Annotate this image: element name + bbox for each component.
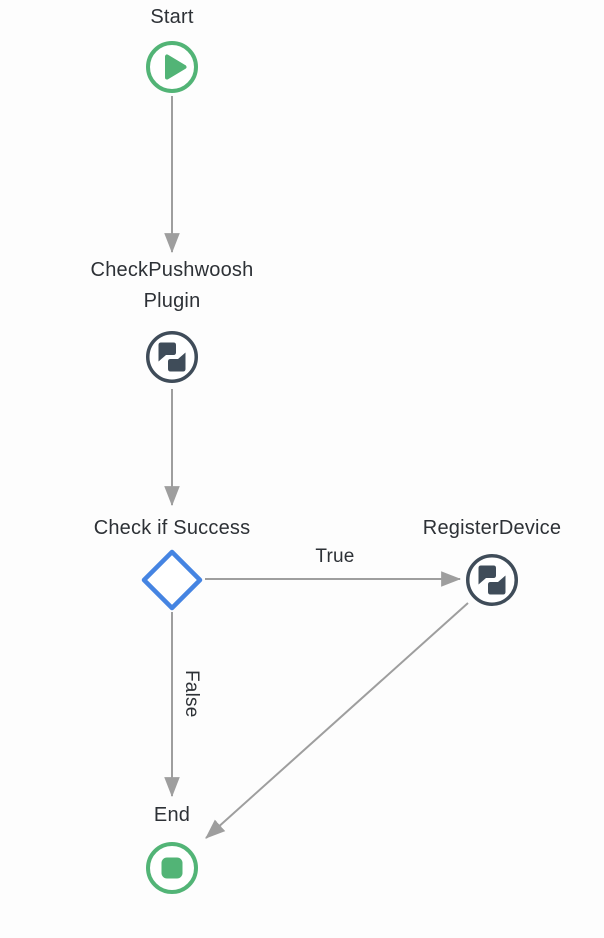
edge-registerdevice-to-end (205, 602, 469, 839)
check-pushwoosh-node[interactable] (145, 330, 199, 384)
node-label-check-pushwoosh: CheckPushwoosh Plugin (90, 259, 254, 312)
register-device-node[interactable] (465, 553, 519, 607)
edge-label-true: True (315, 546, 355, 567)
decision-diamond-icon (141, 549, 203, 611)
check-if-success-decision-node[interactable] (140, 548, 204, 612)
node-label-start: Start (150, 6, 194, 28)
stop-circle-icon (146, 842, 198, 894)
node-label-check-if-success: Check if Success (93, 517, 251, 539)
edge-label-false: False (181, 670, 202, 718)
node-label-end: End (153, 804, 191, 826)
messaging-circle-icon (146, 331, 198, 383)
start-node[interactable] (145, 40, 199, 94)
play-circle-icon (146, 41, 198, 93)
messaging-circle-icon (466, 554, 518, 606)
end-node[interactable] (145, 841, 199, 895)
node-label-register-device: RegisterDevice (422, 517, 562, 539)
